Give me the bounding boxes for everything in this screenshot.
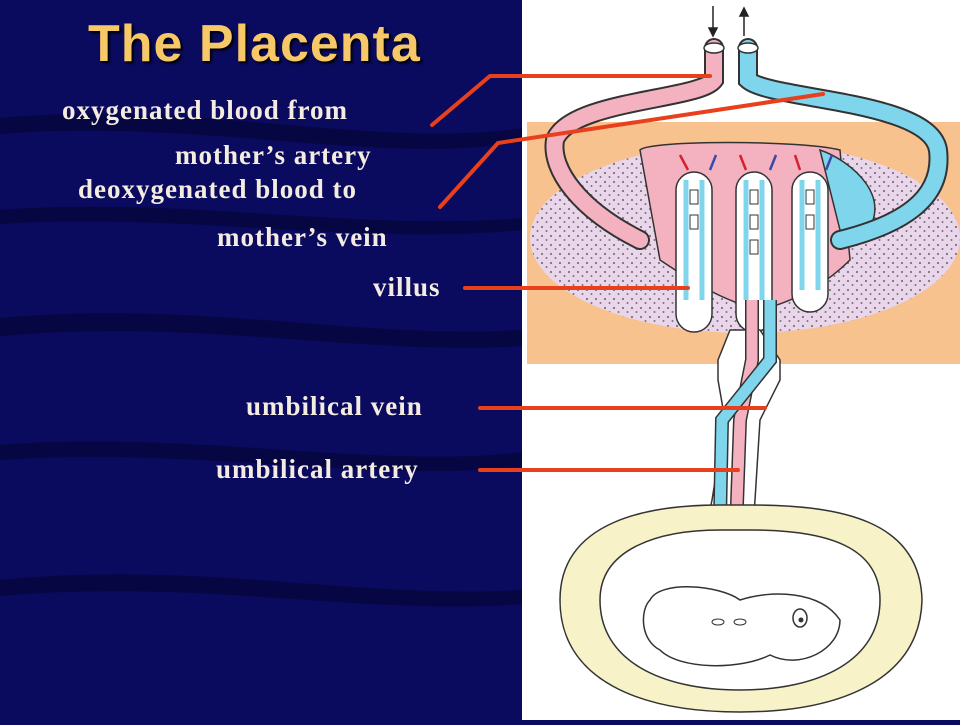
embryo [642,586,841,667]
label-deoxygenated-blood-line2: mother’s vein [217,222,388,252]
slide-title: The Placenta [88,15,421,73]
label-oxygenated-blood-line2: mother’s artery [175,140,372,170]
label-villus: villus [373,272,441,302]
label-deoxygenated-blood-line1: deoxygenated blood to [78,174,358,204]
label-oxygenated-blood-line1: oxygenated blood from [62,95,349,125]
placenta-diagram [527,6,960,713]
villi [675,171,829,333]
placenta-illustration-panel [522,0,960,720]
label-umbilical-artery: umbilical artery [216,454,419,484]
label-umbilical-vein: umbilical vein [246,391,423,421]
